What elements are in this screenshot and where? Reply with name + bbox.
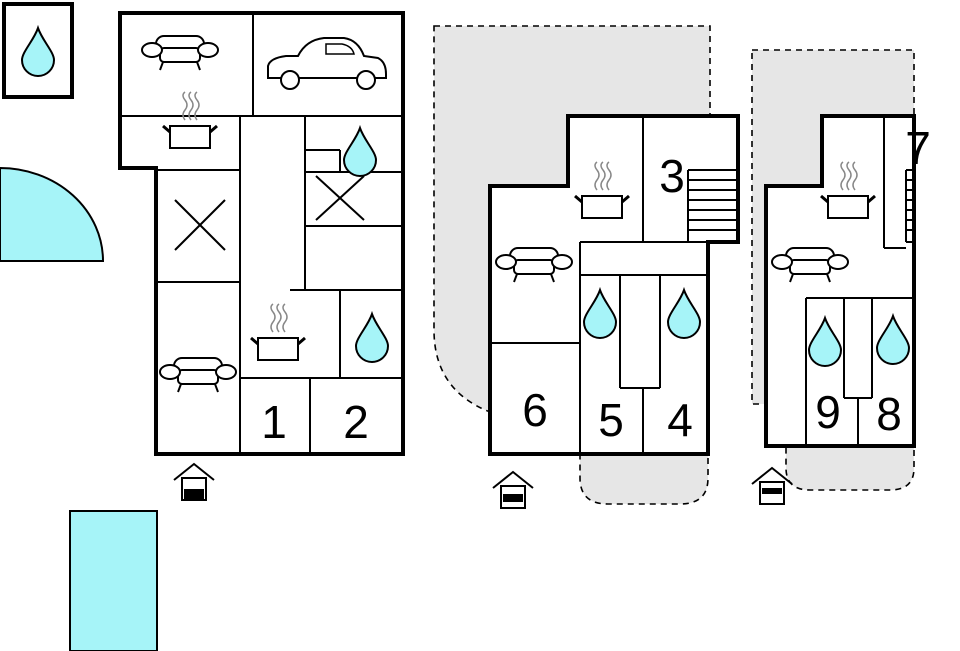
house-3: 7 9 8 xyxy=(764,114,931,448)
room-number-4: 4 xyxy=(667,394,693,446)
room-number-5: 5 xyxy=(598,394,624,446)
outdoor-shower xyxy=(2,2,74,99)
entrance-icon-step xyxy=(762,488,782,494)
room-number-3: 3 xyxy=(659,150,685,202)
room-number-8: 8 xyxy=(876,388,902,440)
entrance-icon-step xyxy=(503,494,523,502)
room-number-6: 6 xyxy=(522,384,548,436)
room-number-9: 9 xyxy=(815,386,841,438)
room-number-1: 1 xyxy=(261,396,287,448)
room-number-2: 2 xyxy=(343,396,369,448)
house-2: 3 6 5 4 xyxy=(488,114,740,456)
pool-icon xyxy=(69,510,158,651)
entrance-icon-step xyxy=(184,489,204,499)
entrance-icon xyxy=(492,471,534,509)
room-number-7: 7 xyxy=(905,122,931,174)
house-1: 1 2 xyxy=(118,11,405,456)
pool-icon xyxy=(0,166,105,262)
